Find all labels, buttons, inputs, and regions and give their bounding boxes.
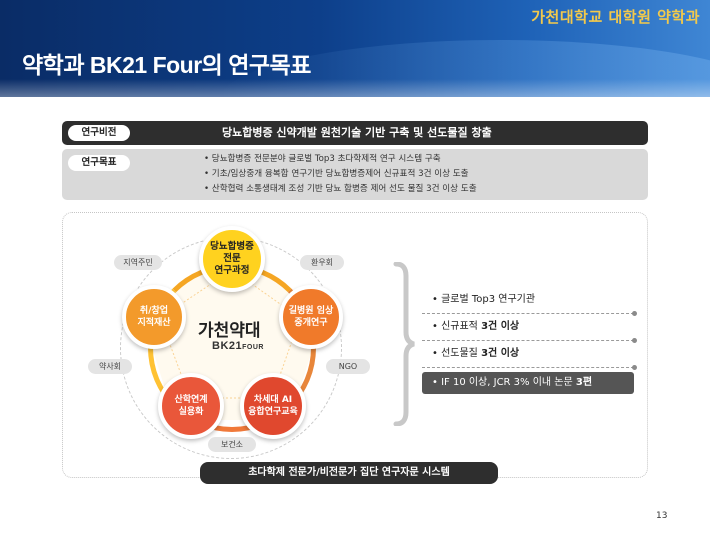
tag-community: 지역주민 — [114, 255, 162, 270]
target-text: • 글로벌 Top3 연구기관 — [432, 294, 536, 305]
target-bold: 3건 이상 — [481, 321, 520, 332]
header-fade — [0, 79, 710, 97]
circle-clinical-research: 길병원 임상 중개연구 — [279, 285, 343, 349]
goal-list: • 당뇨합병증 전문분야 글로벌 Top3 초다학제적 연구 시스템 구축 • … — [204, 152, 477, 197]
goal-label: 연구목표 — [68, 155, 130, 171]
target-item: • 신규표적 3건 이상 — [422, 314, 637, 343]
target-text: • 신규표적 — [432, 321, 482, 332]
target-item: • 선도물질 3건 이상 — [422, 341, 637, 370]
advisory-system-bar: 초다학제 전문가/비전문가 집단 연구자문 시스템 — [200, 462, 498, 484]
university-name: 가천대학교 대학원 약학과 — [531, 8, 700, 26]
curly-bracket — [393, 262, 415, 426]
target-bold: 3편 — [575, 377, 593, 388]
goal-item: • 기초/임상중개 융복합 연구기반 당뇨합병증제어 신규표적 3건 이상 도출 — [204, 169, 469, 179]
circle-industry-commercialization: 산학연계 실용화 — [158, 373, 224, 439]
tag-patients: 환우회 — [300, 255, 344, 270]
center-sub-main: BK21 — [212, 340, 243, 352]
center-sub: BK21FOUR — [212, 340, 264, 352]
target-item: • 글로벌 Top3 연구기관 — [422, 287, 637, 316]
circle-research-program: 당뇨합병증 전문 연구과정 — [199, 226, 265, 292]
target-item-highlight: • IF 10 이상, JCR 3% 이내 논문 3편 — [422, 372, 634, 394]
page-title: 약학과 BK21 Four의 연구목표 — [22, 52, 311, 78]
page-number: 13 — [656, 511, 668, 521]
goal-item: • 산학협력 소통생태계 조성 기반 당뇨 합병증 제어 선도 물질 3건 이상… — [204, 184, 477, 194]
circle-label: 취/창업 지적재산 — [137, 306, 171, 328]
circle-startup-ip: 취/창업 지적재산 — [122, 285, 186, 349]
circle-label: 차세대 AI 융합연구교육 — [248, 395, 298, 417]
goal-box: 연구목표 • 당뇨합병증 전문분야 글로벌 Top3 초다학제적 연구 시스템 … — [62, 149, 648, 200]
target-list: • 글로벌 Top3 연구기관 • 신규표적 3건 이상 • 선도물질 3건 이… — [422, 287, 637, 394]
target-text: • 선도물질 — [432, 348, 482, 359]
circle-ai-education: 차세대 AI 융합연구교육 — [240, 373, 306, 439]
tag-ngo: NGO — [326, 359, 370, 374]
tag-health-center: 보건소 — [208, 437, 256, 452]
circle-label: 산학연계 실용화 — [174, 395, 208, 417]
target-text: • IF 10 이상, JCR 3% 이내 논문 — [432, 377, 576, 388]
vision-bar: 연구비전 당뇨합병증 신약개발 원천기술 기반 구축 및 선도물질 창출 — [62, 121, 648, 145]
vision-label: 연구비전 — [68, 125, 130, 141]
vision-text: 당뇨합병증 신약개발 원천기술 기반 구축 및 선도물질 창출 — [222, 126, 492, 139]
target-bold: 3건 이상 — [481, 348, 520, 359]
circle-label: 길병원 임상 중개연구 — [288, 306, 334, 328]
header-banner: 가천대학교 대학원 약학과 약학과 BK21 Four의 연구목표 — [0, 0, 710, 97]
center-name: 가천약대 — [198, 321, 261, 340]
goal-item: • 당뇨합병증 전문분야 글로벌 Top3 초다학제적 연구 시스템 구축 — [204, 154, 441, 164]
circle-label: 당뇨합병증 전문 연구과정 — [210, 241, 254, 276]
center-sub-small: FOUR — [242, 344, 264, 351]
tag-pharmacy: 약사회 — [88, 359, 132, 374]
